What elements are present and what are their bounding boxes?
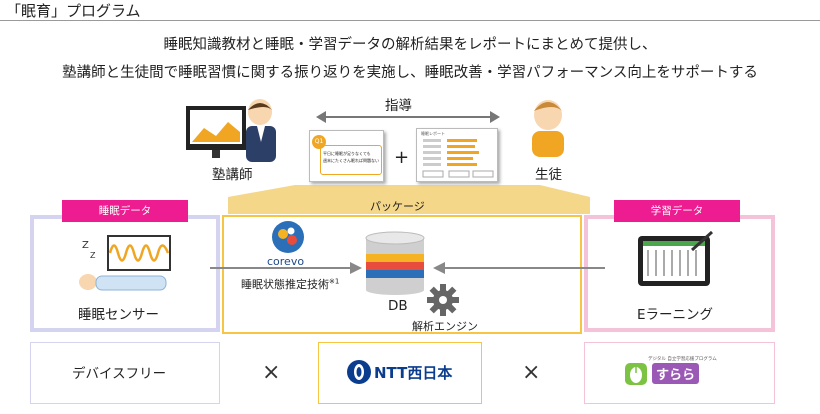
svg-text:Z: Z [90,251,96,260]
lead-text-line1: 睡眠知識教材と睡眠・学習データの解析結果をレポートにまとめて提供し、 [163,37,657,53]
student-label: 生徒 [535,167,562,183]
estimation-tech-note: ※1 [329,277,340,286]
elearning-label: Eラーニング [637,307,714,323]
student-shirt [532,131,564,157]
page-title: 「眠育」プログラム [6,2,141,20]
title-divider [0,20,820,21]
learning-data-tag: 学習データ [614,200,740,222]
teacher-suit [246,126,276,162]
times-sign-1: × [262,360,281,385]
db-label: DB [388,298,408,314]
database-icon [365,231,425,295]
guidance-arrow [316,111,500,123]
db-band-blue [366,270,424,278]
quiz-question: 平日に睡眠が足りなくても 週末にたくさん眠れば問題ない [320,145,382,175]
lead-text-line2: 塾講師と生徒間で睡眠習慣に関する振り返りを実施し、睡眠改善・学習パフォーマンス向… [62,65,758,81]
estimation-tech-text: 睡眠状態推定技術 [241,278,329,291]
report-title: 睡眠レポート [421,131,445,136]
ntt-box [318,342,482,404]
monitor-chart [192,122,240,142]
arrow-right-head [350,262,362,274]
quiz-question-line2: 週末にたくさん眠れば問題ない [323,158,379,163]
package-box [222,215,582,334]
student-illustration [532,100,564,157]
corevo-label: corevo [267,255,305,268]
db-band-yellow [366,254,424,262]
sleep-data-tag: 睡眠データ [62,200,188,222]
package-label-bg [335,197,465,214]
device-free-label: デバイスフリー [72,366,167,382]
times-sign-2: × [522,360,541,385]
arrow-left-head [433,262,445,274]
ntt-logo-icon [347,360,371,384]
ezuru-box [584,342,775,404]
quiz-card: Q1 平日に睡眠が足りなくても 週末にたくさん眠れば問題ない [309,130,384,182]
sleeper-head [79,274,97,290]
report-card: 睡眠レポート [416,128,498,182]
gear-icon [427,284,459,316]
ezuru-logo: すらら [652,363,700,384]
tablet-illustration [638,230,714,286]
plus-sign: + [394,147,410,168]
ezuru-mouse-icon [625,363,647,385]
estimation-tech-label: 睡眠状態推定技術※1 [241,276,339,292]
teacher-label: 塾講師 [212,167,253,183]
device-free-box [30,342,220,404]
package-label: パッケージ [370,200,425,213]
sleep-sensor-illustration: Z Z [79,235,171,291]
stylus [690,230,714,252]
sensor-waveform [108,244,170,262]
ezuru-caption: デジタル 自立学習応援プログラム [648,357,717,362]
quiz-question-line1: 平日に睡眠が足りなくても [323,151,371,156]
corevo-logo-icon [272,221,304,253]
guidance-label: 指導 [385,98,412,114]
sleep-sensor-label: 睡眠センサー [78,307,159,323]
ntt-label: NTT西日本 [374,364,453,382]
zzz-icon: Z [82,240,89,251]
teacher-illustration [186,99,276,162]
sleeper-blanket [95,275,167,291]
engine-label: 解析エンジン [412,320,478,333]
report-chart [422,139,494,178]
db-band-red [366,262,424,270]
